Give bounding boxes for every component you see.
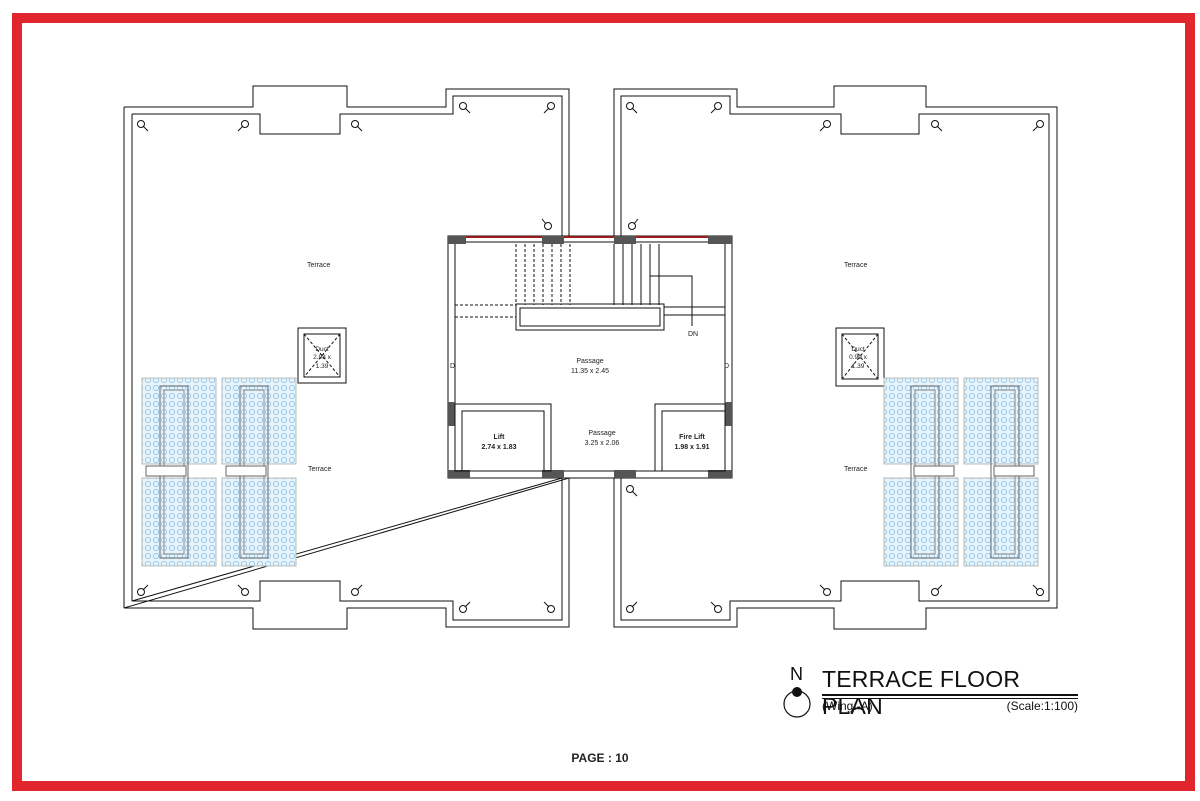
stair-dn-label: DN [688, 331, 698, 338]
fire-lift-dim: 1.98 x 1.91 [674, 444, 709, 451]
left-wing [123, 85, 570, 630]
terrace-left-top-label: Terrace [307, 262, 330, 269]
passage-main-name: Passage [576, 358, 603, 365]
fire-lift-name: Fire Lift [679, 434, 705, 441]
right-wing [613, 85, 1058, 630]
title-block: N TERRACE FLOOR PLAN (Wing:-A) (Scale:1:… [780, 662, 1080, 722]
sheet-border [12, 13, 1195, 791]
duct-right-name: Duct [851, 346, 865, 353]
scale-label: (Scale:1:100) [1006, 699, 1078, 713]
duct-left-name: Duct [315, 346, 329, 353]
passage-main-dim: 11.35 x 2.45 [571, 368, 609, 375]
duct-right-dim1: 0.99 x [849, 354, 867, 361]
duct-right-dim2: 1.39 [852, 363, 865, 370]
core-block [447, 235, 733, 479]
solar-panels-left [141, 377, 297, 567]
north-label: N [790, 664, 803, 684]
duct-right [835, 327, 885, 387]
lift-dim: 2.74 x 1.83 [481, 444, 516, 451]
terrace-right-top-label: Terrace [844, 262, 867, 269]
page-number: PAGE : 10 [571, 751, 629, 765]
left-wing-inner-outline [131, 95, 563, 621]
wing-label: (Wing:-A) [822, 699, 873, 713]
door-right-label: D [724, 363, 729, 370]
rwp-markers-left [137, 102, 555, 613]
solar-panels-right [883, 377, 1039, 567]
right-wing-inner-outline [620, 95, 1050, 621]
terrace-right-bottom-label: Terrace [844, 466, 867, 473]
duct-left-dim1: 2.98 x [313, 354, 331, 361]
passage-small-name: Passage [588, 430, 615, 437]
duct-left [297, 327, 347, 384]
terrace-left-bottom-label: Terrace [308, 466, 331, 473]
door-left-label: D [450, 363, 455, 370]
duct-left-dim2: 1.39 [316, 363, 329, 370]
title-underline [822, 694, 1078, 696]
drawing-title: TERRACE FLOOR PLAN [822, 666, 1021, 719]
passage-small-dim: 3.25 x 2.06 [585, 440, 620, 447]
left-wing-outline [123, 85, 570, 630]
core-columns [448, 236, 732, 478]
staircase [455, 244, 725, 331]
lift-name: Lift [494, 434, 506, 441]
north-arrow-icon [783, 687, 811, 718]
right-wing-outline [613, 85, 1058, 630]
rwp-markers-right [626, 102, 1044, 613]
title-underline-thin [822, 698, 1078, 699]
